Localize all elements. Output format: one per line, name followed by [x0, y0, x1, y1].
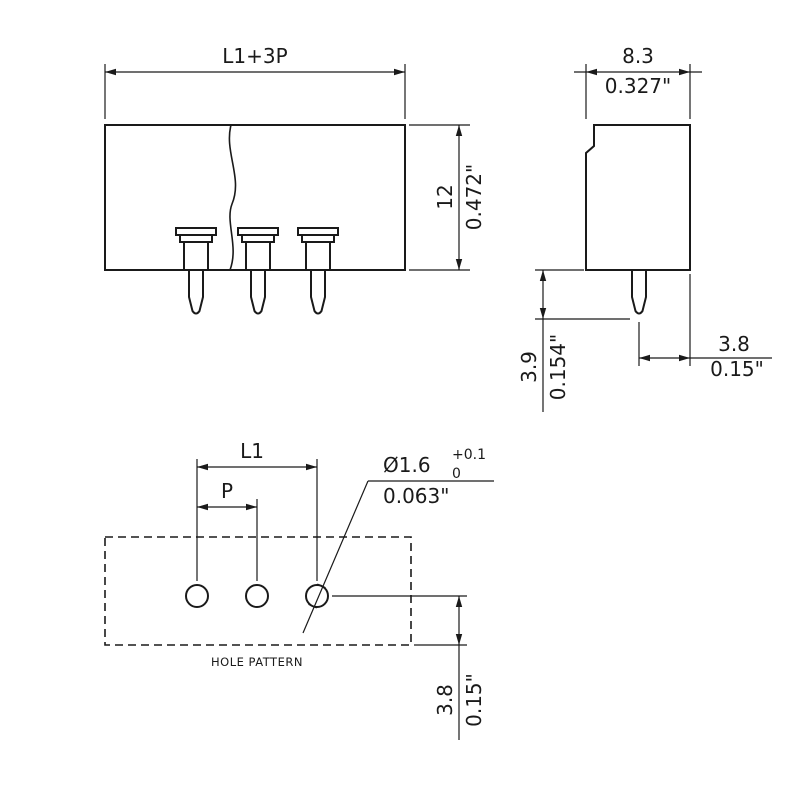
- dim-label-setback-mm: 3.8: [718, 332, 750, 356]
- dim-front-height: 12 0.472": [409, 124, 486, 271]
- side-view: 8.3 0.327" 3.9 0.154" 3.8 0.15": [517, 44, 772, 412]
- arrowhead: [539, 308, 547, 319]
- hole-pattern-view: L1 P Ø1.6 +0.1 0 0.063" 3: [104, 439, 494, 740]
- dim-side-pin-length: 3.9 0.154": [517, 269, 630, 412]
- arrowhead: [539, 270, 547, 281]
- dim-label-height-in: 0.472": [462, 164, 486, 230]
- hole-3: [305, 584, 329, 608]
- pin-tip: [310, 269, 326, 315]
- leader-tick: [317, 583, 326, 589]
- dim-hole-pitch: P: [197, 479, 258, 581]
- leader-line: [302, 480, 369, 634]
- pin-flange: [297, 227, 339, 236]
- arrowhead: [246, 503, 257, 511]
- dim-label-pin-length-mm: 3.9: [517, 351, 541, 383]
- front-view: L1+3P 12 0.472": [104, 44, 486, 315]
- arrowhead: [455, 125, 463, 136]
- dim-label-side-width-in: 0.327": [605, 74, 671, 98]
- side-body-outline: [585, 124, 691, 271]
- dim-label-hole-dia: Ø1.6: [383, 453, 431, 477]
- front-pin-2: [237, 227, 279, 315]
- hole-2: [245, 584, 269, 608]
- arrowhead: [197, 503, 208, 511]
- arrowhead: [306, 463, 317, 471]
- arrowhead: [394, 68, 405, 76]
- front-pin-3: [297, 227, 339, 315]
- dim-label-l1: L1: [240, 439, 264, 463]
- pin-flange: [175, 227, 217, 236]
- dim-front-width: L1+3P: [104, 44, 406, 119]
- dim-label-tol-upper: +0.1: [452, 447, 486, 463]
- dim-hole-l1: L1: [196, 439, 318, 581]
- dim-label-edge-in: 0.15": [462, 673, 486, 727]
- arrowhead: [455, 634, 463, 645]
- pin-flange: [237, 227, 279, 236]
- dim-label-tol-lower: 0: [452, 466, 461, 482]
- pin-body: [305, 241, 331, 271]
- leader-tick: [308, 603, 317, 609]
- arrowhead: [586, 68, 597, 76]
- arrowhead: [455, 259, 463, 270]
- dim-side-width: 8.3 0.327": [574, 44, 702, 119]
- dim-label-side-width-mm: 8.3: [622, 44, 654, 68]
- dim-label-setback-in: 0.15": [710, 357, 764, 381]
- board-outline: [104, 536, 412, 646]
- hole-diameter-callout: Ø1.6 +0.1 0 0.063": [302, 447, 494, 634]
- dim-label-p: P: [221, 479, 233, 503]
- pin-body: [245, 241, 271, 271]
- arrowhead: [105, 68, 116, 76]
- pin-tip: [250, 269, 266, 315]
- dim-hole-edge-distance: 3.8 0.15": [332, 595, 486, 740]
- arrowhead: [679, 354, 690, 362]
- pin-collar: [301, 234, 335, 243]
- pin-tip: [188, 269, 204, 315]
- front-pin-1: [175, 227, 217, 315]
- arrowhead: [679, 68, 690, 76]
- dim-label-pin-length-in: 0.154": [546, 334, 570, 400]
- pin-collar: [179, 234, 213, 243]
- dim-side-pin-setback: 3.8 0.15": [638, 274, 772, 381]
- arrowhead: [455, 596, 463, 607]
- dim-label-height-mm: 12: [433, 184, 457, 209]
- pin-collar: [241, 234, 275, 243]
- pin-body: [183, 241, 209, 271]
- arrowhead: [639, 354, 650, 362]
- hole-1: [185, 584, 209, 608]
- dim-label-hole-dia-in: 0.063": [383, 484, 449, 508]
- arrowhead: [197, 463, 208, 471]
- side-pin: [631, 269, 647, 315]
- hole-pattern-title: HOLE PATTERN: [211, 655, 303, 669]
- dim-label-l1-3p: L1+3P: [222, 44, 287, 68]
- dim-label-edge-mm: 3.8: [433, 684, 457, 716]
- break-line: [228, 124, 237, 271]
